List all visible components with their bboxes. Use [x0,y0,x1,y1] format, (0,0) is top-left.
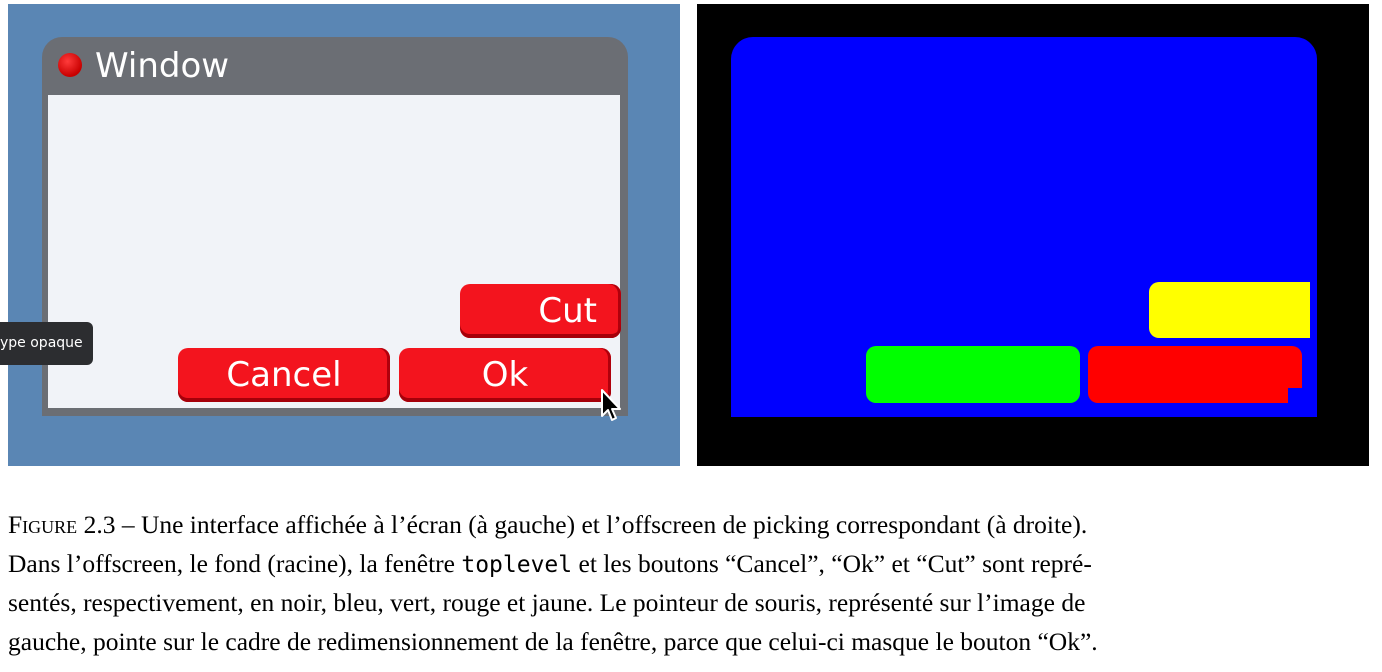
offscreen-resize-handle-region [1288,388,1302,403]
offscreen-cancel-region [866,346,1080,403]
cancel-button[interactable]: Cancel [178,348,390,402]
caption-line-1: Figure 2.3 – Une interface affichée à l’… [8,506,1374,545]
window-title: Window [95,46,230,86]
caption-line-3: sentés, respectivement, en noir, bleu, v… [8,588,1086,617]
cut-button-label: Cut [538,291,597,331]
caption-line-2-a: Dans l’offscreen, le fond (racine), la f… [8,548,462,578]
figure-label: Figure [8,510,78,539]
caption-line-2-b: et les boutons “Cancel”, “Ok” et “Cut” s… [572,548,1092,578]
caption-line-2: Dans l’offscreen, le fond (racine), la f… [8,545,1374,585]
mouse-pointer-icon [601,389,621,421]
cut-button[interactable]: Cut [460,284,621,338]
offscreen-cut-region [1149,282,1310,338]
caption-line-1-text: – Une interface affichée à l’écran (à ga… [115,510,1088,539]
code-toplevel: toplevel [461,551,573,578]
close-dot-icon[interactable] [58,53,82,77]
tooltip: ype opaque [0,322,93,365]
window-title-bar[interactable] [42,37,628,95]
figure-caption: Figure 2.3 – Une interface affichée à l’… [8,506,1374,661]
offscreen-ok-region [1088,346,1302,403]
figure-number: 2.3 [83,510,116,539]
caption-line-4: gauche, pointe sur le cadre de redimensi… [8,626,1098,656]
ok-button[interactable]: Ok [399,348,611,402]
